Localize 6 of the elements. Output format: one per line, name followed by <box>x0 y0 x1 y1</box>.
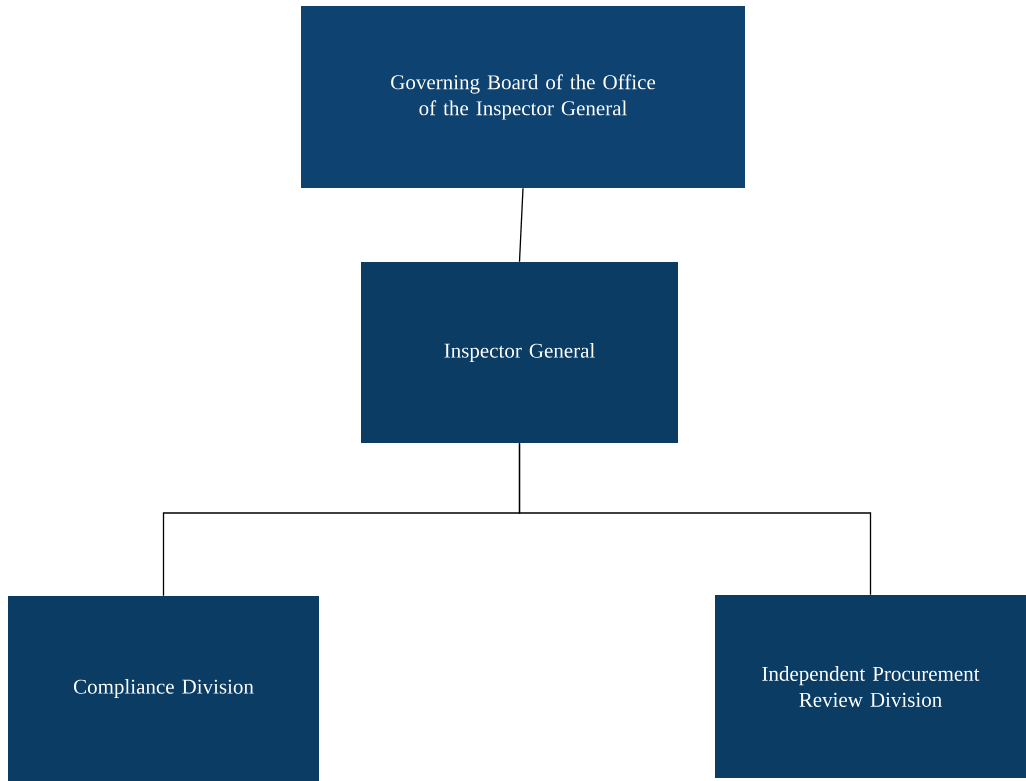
connector-line <box>518 187 524 263</box>
org-box: Independent Procurement Review Division <box>715 595 1026 778</box>
connector-line <box>518 442 872 596</box>
org-box: Compliance Division <box>8 596 319 781</box>
org-box: Governing Board of the Office of the Inspector General <box>301 6 745 188</box>
org-box: Inspector General <box>361 262 678 443</box>
